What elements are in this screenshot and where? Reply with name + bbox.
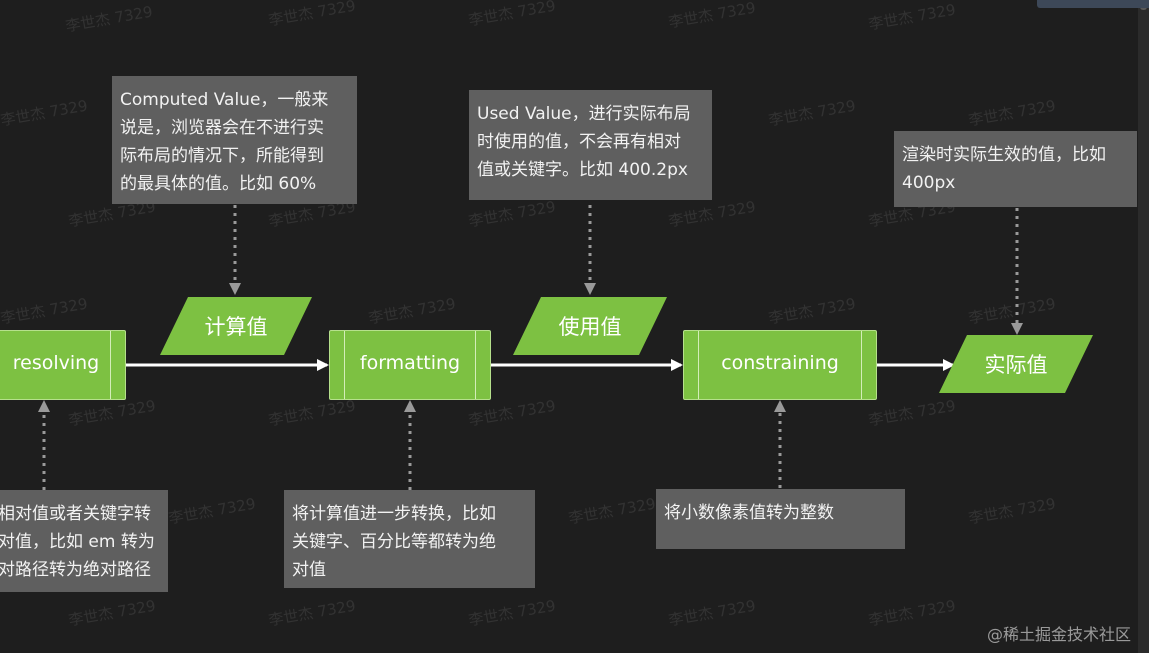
note-formatting: 将计算值进一步转换，比如 关键字、百分比等都转为绝 对值 — [284, 490, 535, 588]
note-used-value-text: Used Value，进行实际布局 时使用的值，不会再有相对 值或关键字。比如 … — [477, 104, 691, 180]
data-computed-value: 计算值 — [160, 297, 312, 355]
process-bar-left — [344, 331, 345, 399]
data-actual-value: 实际值 — [939, 335, 1093, 393]
process-resolving-label: resolving — [12, 352, 100, 374]
credit-text: @稀土掘金技术社区 — [986, 625, 1131, 644]
process-formatting-label: formatting — [359, 352, 461, 374]
note-resolving: 相对值或者关键字转 对值，比如 em 转为 对路径转为绝对路径 — [0, 490, 168, 592]
note-actual-value-text: 渲染时实际生效的值，比如 400px — [902, 145, 1106, 193]
data-used-value-label: 使用值 — [558, 315, 622, 339]
note-formatting-text: 将计算值进一步转换，比如 关键字、百分比等都转为绝 对值 — [292, 504, 496, 580]
data-actual-value-label: 实际值 — [984, 353, 1048, 377]
process-constraining: constraining — [683, 330, 877, 400]
process-resolving: resolving — [0, 330, 126, 400]
data-computed-value-label: 计算值 — [204, 315, 268, 339]
process-bar-right — [861, 331, 862, 399]
window-top-edge — [1037, 0, 1149, 8]
data-used-value: 使用值 — [513, 297, 667, 355]
scrollbar[interactable] — [1138, 0, 1149, 653]
note-constraining: 将小数像素值转为整数 — [656, 489, 905, 549]
process-bar-right — [110, 331, 111, 399]
process-bar-right — [475, 331, 476, 399]
note-computed-value: Computed Value，一般来 说是，浏览器会在不进行实 际布局的情况下，… — [112, 76, 357, 204]
process-constraining-label: constraining — [721, 352, 839, 374]
process-formatting: formatting — [329, 330, 491, 400]
process-bar-left — [698, 331, 699, 399]
note-computed-value-text: Computed Value，一般来 说是，浏览器会在不进行实 际布局的情况下，… — [120, 90, 329, 194]
note-used-value: Used Value，进行实际布局 时使用的值，不会再有相对 值或关键字。比如 … — [469, 90, 712, 200]
note-resolving-text: 相对值或者关键字转 对值，比如 em 转为 对路径转为绝对路径 — [0, 504, 155, 580]
note-actual-value: 渲染时实际生效的值，比如 400px — [894, 131, 1137, 207]
note-constraining-text: 将小数像素值转为整数 — [664, 503, 834, 523]
